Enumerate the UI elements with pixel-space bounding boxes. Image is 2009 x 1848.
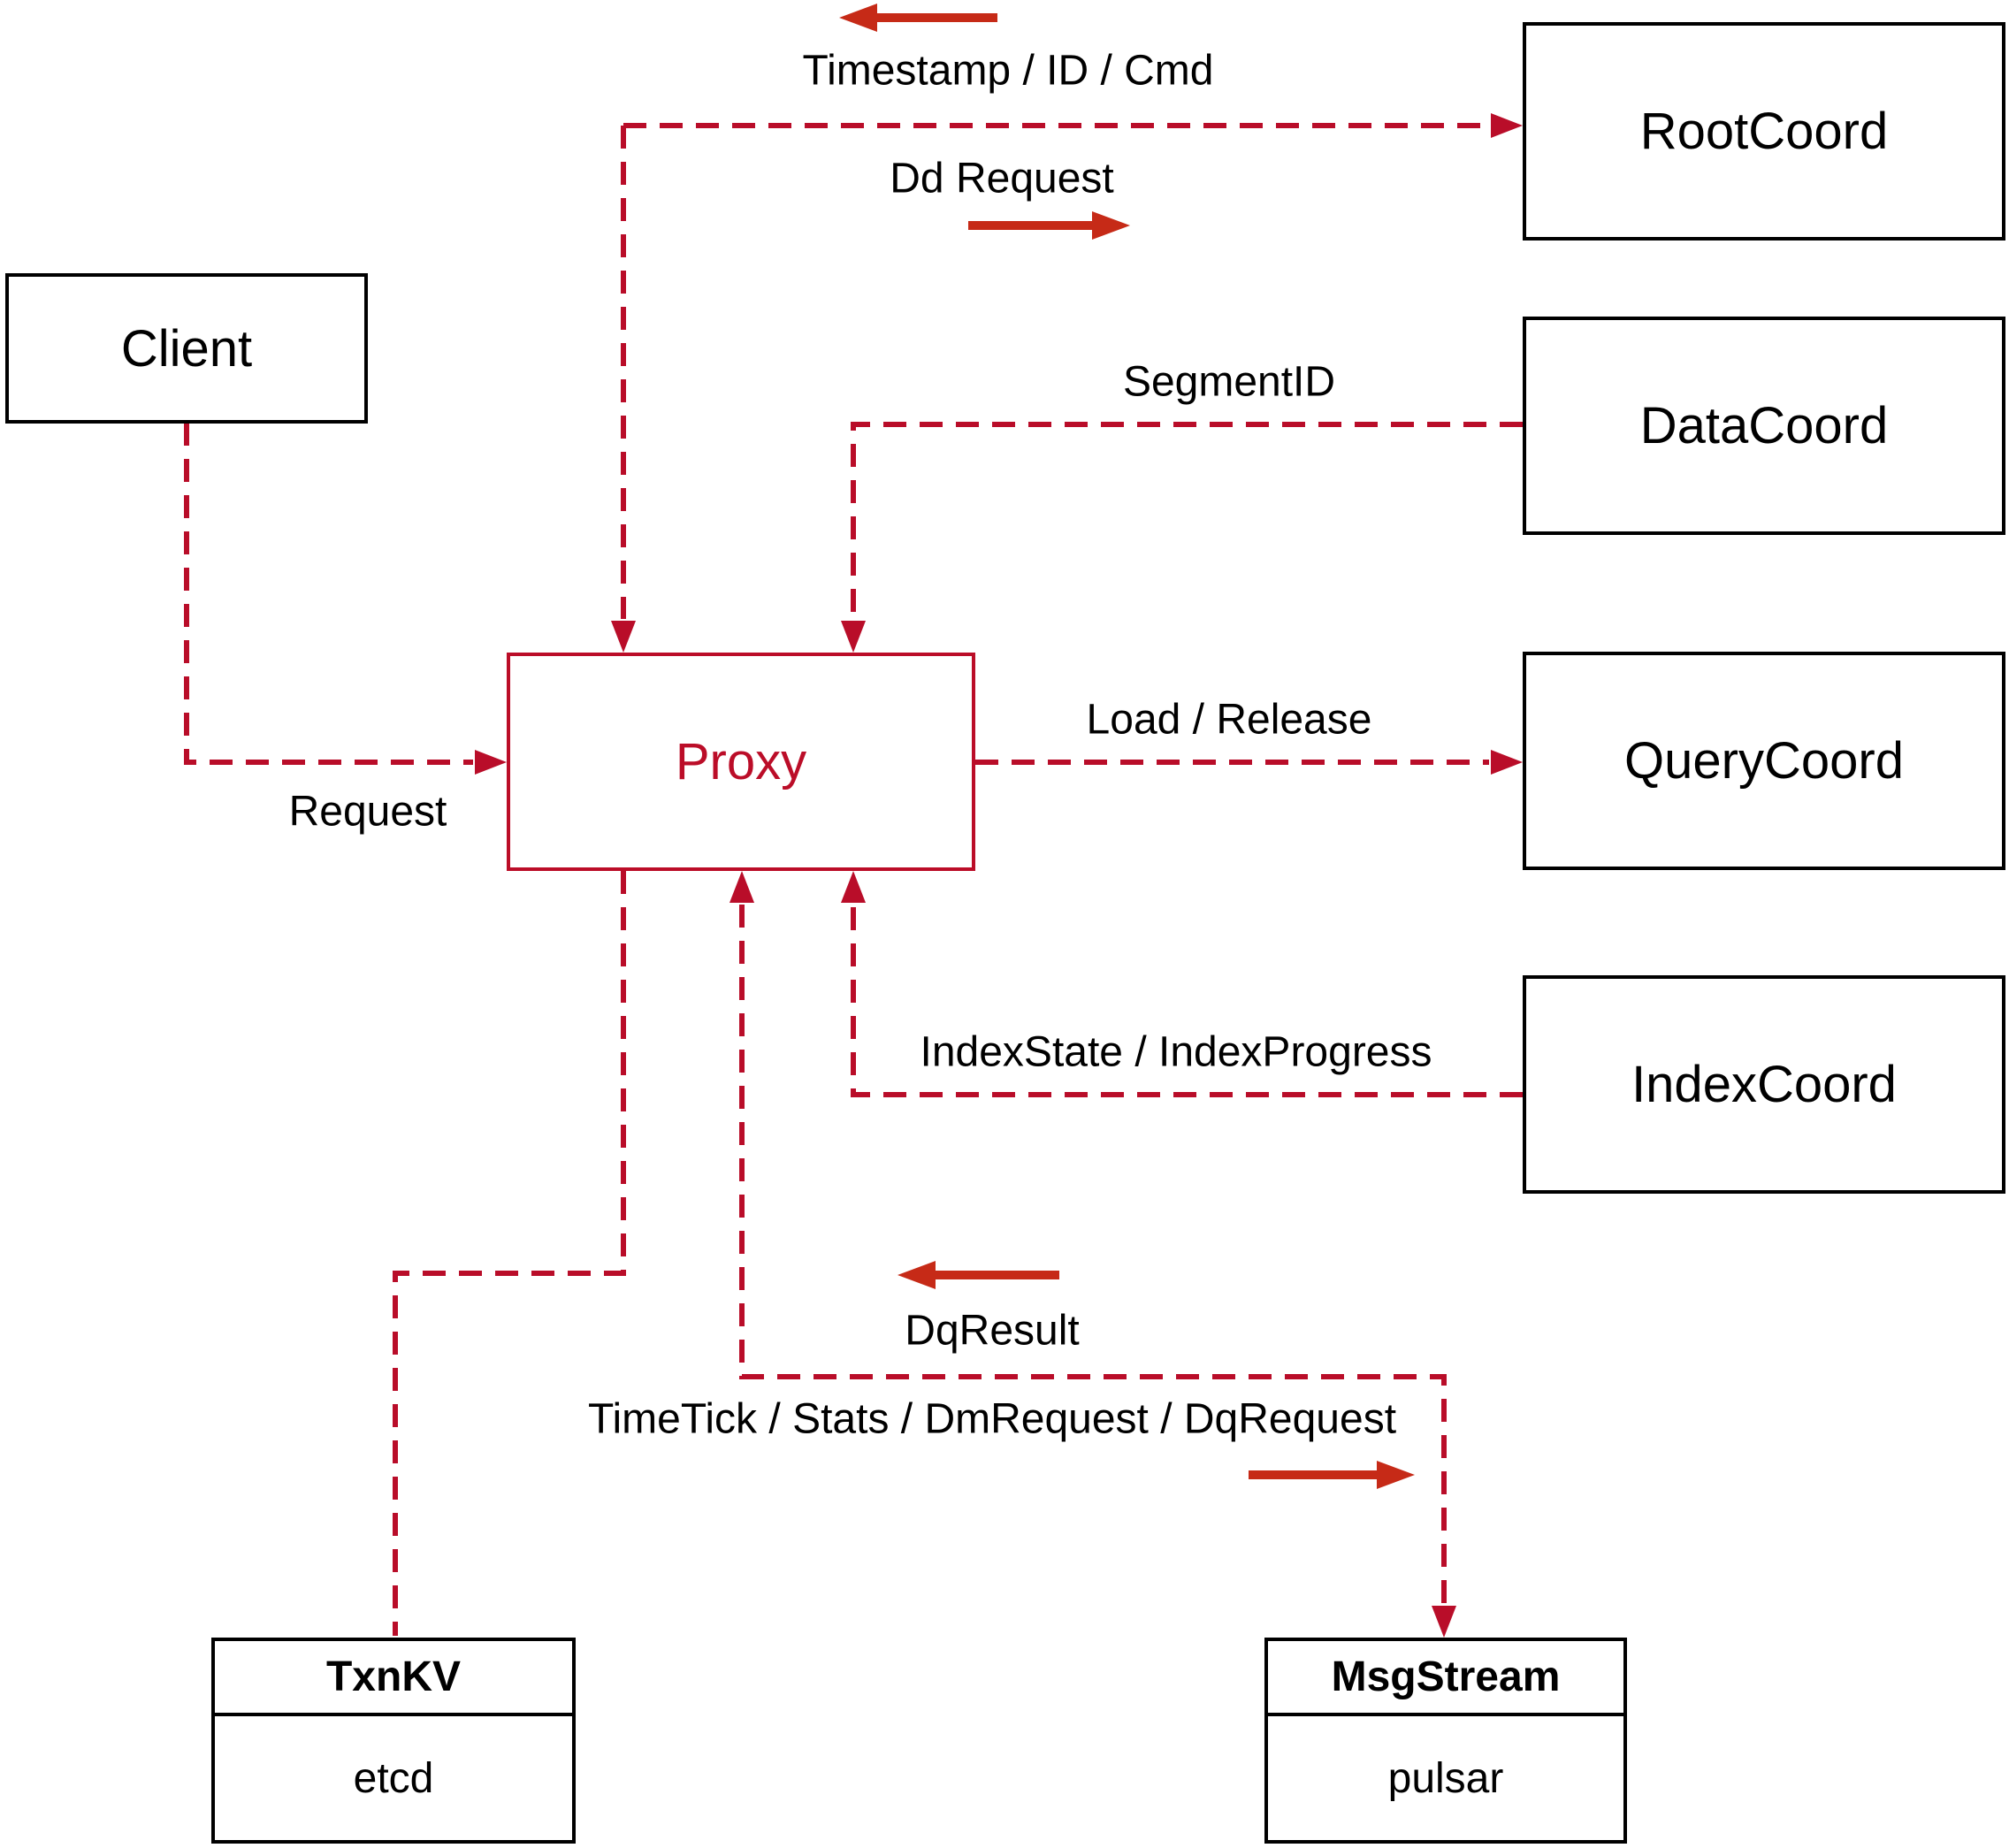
node-client-label: Client <box>120 319 253 378</box>
direction-arrow-left-timestamp <box>839 4 997 32</box>
node-msgstream-title: MsgStream <box>1268 1641 1623 1716</box>
arrowhead-into-proxy-bottom-right <box>841 871 866 903</box>
node-indexcoord-label: IndexCoord <box>1631 1056 1897 1113</box>
edge-label-dq-result: DqResult <box>905 1307 1080 1355</box>
edge-label-time-tick-stats: TimeTick / Stats / DmRequest / DqRequest <box>587 1395 1397 1443</box>
direction-arrow-right-dd-request <box>968 211 1130 240</box>
node-rootcoord: RootCoord <box>1523 22 2005 241</box>
node-txnkv-title: TxnKV <box>215 1641 572 1716</box>
node-querycoord-label: QueryCoord <box>1624 732 1904 790</box>
arrowhead-into-proxy-top-left <box>611 621 636 653</box>
node-querycoord: QueryCoord <box>1523 652 2005 870</box>
node-proxy: Proxy <box>507 653 975 871</box>
edge-proxy-txnkv-dashed-line <box>393 871 626 1636</box>
edge-client-proxy-dashed-line <box>184 423 473 765</box>
arrowhead-into-rootcoord <box>1491 113 1523 138</box>
edge-label-timestamp-id-cmd: Timestamp / ID / Cmd <box>802 47 1214 95</box>
node-datacoord-label: DataCoord <box>1639 397 1889 454</box>
edge-proxy-msgstream-dashed-line <box>739 905 1447 1604</box>
node-client: Client <box>5 273 368 424</box>
node-msgstream-impl: pulsar <box>1387 1754 1504 1802</box>
node-rootcoord-label: RootCoord <box>1639 103 1889 160</box>
node-indexcoord: IndexCoord <box>1523 975 2005 1194</box>
edge-label-request: Request <box>288 788 447 836</box>
edge-indexcoord-proxy-dashed-line <box>851 905 1523 1097</box>
arrowhead-into-proxy-bottom-left <box>730 871 754 903</box>
node-proxy-label: Proxy <box>675 733 807 790</box>
edge-label-index-state-progress: IndexState / IndexProgress <box>920 1028 1432 1076</box>
edge-datacoord-proxy-dashed-line <box>851 422 1523 619</box>
node-txnkv: TxnKV etcd <box>211 1638 576 1844</box>
arrowhead-into-querycoord <box>1491 750 1523 775</box>
edge-label-segment-id: SegmentID <box>1122 358 1336 406</box>
arrowhead-into-msgstream <box>1432 1606 1456 1638</box>
arrowhead-into-proxy-top-right <box>841 621 866 653</box>
node-txnkv-impl: etcd <box>353 1754 434 1802</box>
edge-label-dd-request: Dd Request <box>890 155 1114 202</box>
direction-arrow-right-timetick <box>1249 1461 1415 1489</box>
node-msgstream: MsgStream pulsar <box>1264 1638 1627 1844</box>
direction-arrow-left-dqresult <box>898 1261 1059 1289</box>
edge-label-load-release: Load / Release <box>1086 696 1372 744</box>
arrowhead-into-proxy-left <box>475 750 507 775</box>
node-datacoord: DataCoord <box>1523 317 2005 535</box>
